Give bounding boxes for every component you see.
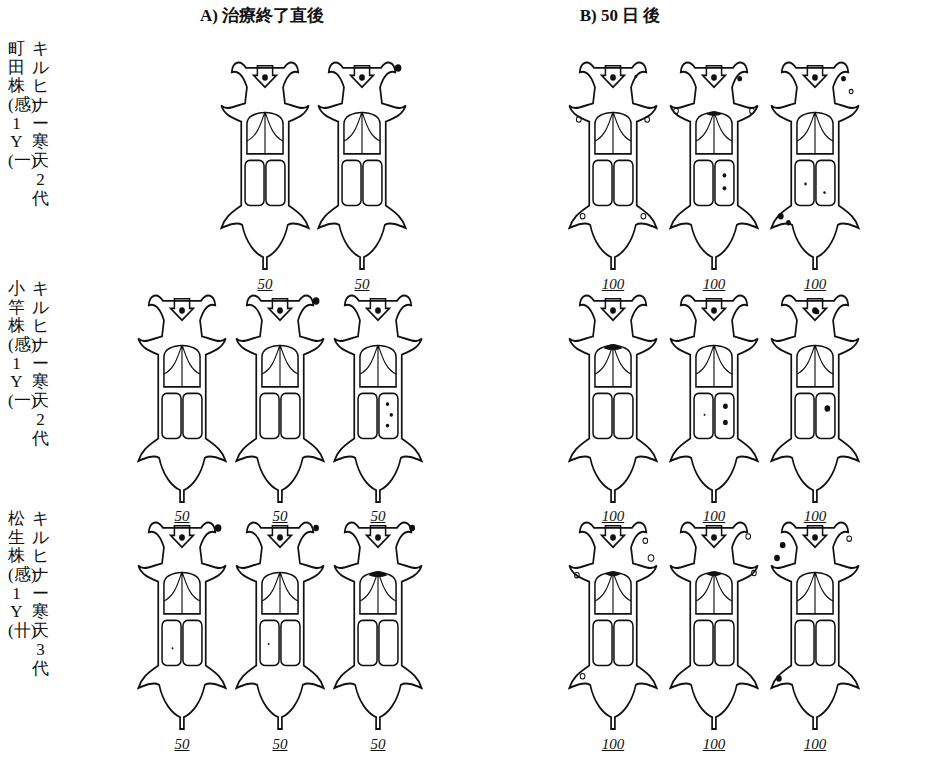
dose-number: 100 bbox=[804, 276, 827, 293]
dose-number: 100 bbox=[804, 508, 827, 525]
dose-number: 100 bbox=[703, 736, 726, 753]
strain-label: 小竿株(感)1Y(一) bbox=[8, 280, 25, 411]
medium-label: キルヒナー寒天2代 bbox=[32, 280, 49, 448]
dose-number: 50 bbox=[273, 508, 288, 525]
column-heading: A) 治療終了直後 bbox=[200, 4, 324, 27]
dose-number: 50 bbox=[175, 508, 190, 525]
strain-label: 町田株(感)1Y(一) bbox=[8, 40, 25, 171]
dose-number: 100 bbox=[602, 508, 625, 525]
dose-number: 50 bbox=[371, 508, 386, 525]
dose-number: 50 bbox=[175, 736, 190, 753]
medium-label: キルヒナー寒天3代 bbox=[32, 510, 49, 678]
dose-number: 50 bbox=[258, 276, 273, 293]
dose-number: 100 bbox=[703, 276, 726, 293]
dose-number: 100 bbox=[602, 276, 625, 293]
dose-number: 50 bbox=[371, 736, 386, 753]
dose-number: 100 bbox=[602, 736, 625, 753]
strain-label: 松生株(感)1Y(卄) bbox=[8, 510, 25, 641]
medium-label: キルヒナー寒天2代 bbox=[32, 40, 49, 208]
column-heading: B) 50 日 後 bbox=[580, 4, 661, 27]
dose-number: 100 bbox=[703, 508, 726, 525]
dose-number: 50 bbox=[355, 276, 370, 293]
dose-number: 50 bbox=[273, 736, 288, 753]
dose-number: 100 bbox=[804, 736, 827, 753]
